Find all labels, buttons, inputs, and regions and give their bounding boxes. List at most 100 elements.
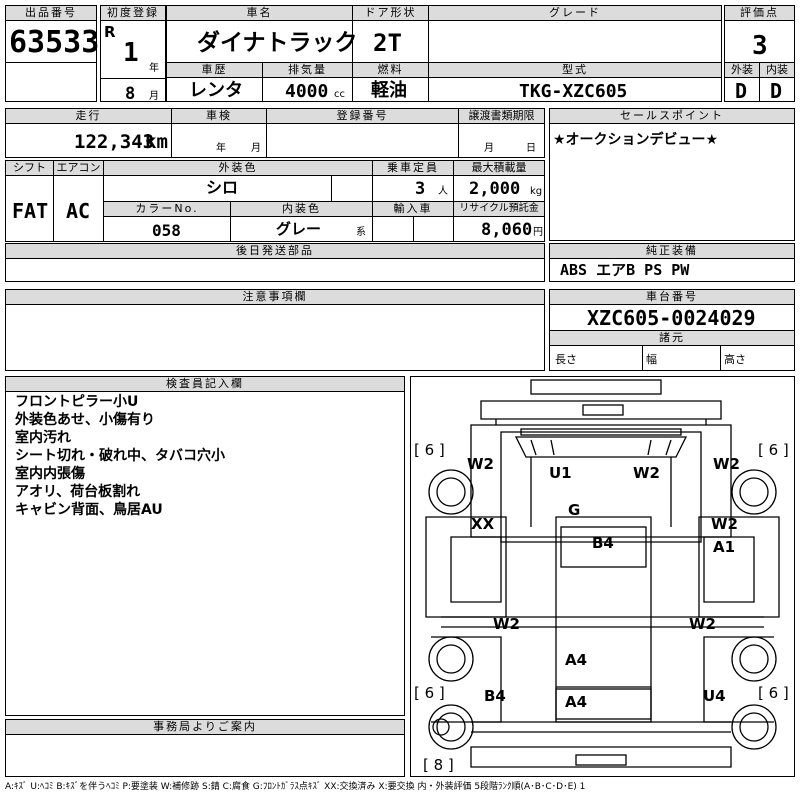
damage-mark: U1 <box>549 464 572 482</box>
damage-mark: B4 <box>484 687 506 705</box>
history-label: 車歴 <box>167 63 262 77</box>
recycle-unit: 円 <box>533 227 543 238</box>
lot-number: 63533 <box>9 25 100 60</box>
color-number-label: カラーNo. <box>104 202 230 216</box>
caution-label: 注意事項欄 <box>6 290 544 304</box>
caution-box: 注意事項欄 <box>5 289 545 371</box>
inspection-label: 車検 <box>172 109 266 123</box>
office-notice-label: 事務局よりご案内 <box>6 720 404 734</box>
chassis-number: XZC605-0024029 <box>587 306 756 330</box>
tire-tread-front-right: [ 6 ] <box>758 441 789 459</box>
note-line: フロントピラー小U <box>15 394 139 410</box>
score-box: 評価点 3 外装 内装 D D <box>724 5 795 102</box>
shift-type: FAT <box>12 199 49 223</box>
displacement: 4000 <box>285 81 329 102</box>
damage-mark: XX <box>471 515 495 533</box>
grade-label: グレード <box>429 6 721 20</box>
car-name-label: 車名 <box>167 6 352 20</box>
note-line: アオリ、荷台板割れ <box>15 484 141 500</box>
length-label: 長さ <box>555 353 577 366</box>
damage-mark: W2 <box>467 455 494 473</box>
height-label: 高さ <box>724 353 746 366</box>
width-label: 幅 <box>646 353 657 366</box>
later-parts-box: 後日発送部品 <box>5 243 545 282</box>
inspection-year-unit: 年 <box>216 143 226 154</box>
inspection-month-unit: 月 <box>251 143 261 154</box>
ac-label: エアコン <box>54 161 103 175</box>
transfer-month-unit: 月 <box>484 143 494 154</box>
damage-mark: W2 <box>493 615 520 633</box>
damage-mark: A4 <box>565 693 588 711</box>
mileage-label: 走行 <box>6 109 171 123</box>
shift-label: シフト <box>6 161 53 175</box>
plate-label: 登録番号 <box>267 109 458 123</box>
specs-label: 諸元 <box>550 331 794 345</box>
damage-mark: A4 <box>565 651 588 669</box>
exterior-color-label: 外装色 <box>104 161 372 175</box>
first-registration-box: 初度登録 R 1 年 8 月 <box>100 5 166 104</box>
tire-tread-front-left: [ 6 ] <box>414 441 445 459</box>
mileage-unit: km <box>145 131 168 153</box>
note-line: 室内汚れ <box>15 430 71 446</box>
model-code: TKG-XZC605 <box>519 81 628 102</box>
damage-mark: W2 <box>713 455 740 473</box>
interior-grade-label: 内装 <box>760 63 794 77</box>
office-notice-box: 事務局よりご案内 <box>5 719 405 777</box>
interior-grade: D <box>770 79 783 103</box>
damage-mark: G <box>568 501 581 519</box>
lot-number-box: 出品番号 63533 <box>5 5 100 102</box>
exterior-color: シロ <box>206 178 239 197</box>
mileage-row: 走行 車検 登録番号 譲渡書類期限 122,343 km 年 月 月 日 <box>5 108 545 158</box>
mileage-value: 122,343 <box>74 131 155 153</box>
transfer-deadline-label: 譲渡書類期限 <box>459 109 544 123</box>
note-line: 外装色あせ、小傷有り <box>15 412 155 428</box>
score-label: 評価点 <box>725 6 794 20</box>
interior-color-suffix: 系 <box>356 227 366 238</box>
fuel-type: 軽油 <box>371 80 407 101</box>
registration-month: 8 <box>125 84 136 104</box>
interior-color-label: 内装色 <box>231 202 372 216</box>
selling-points-text: ★オークションデビュー★ <box>553 132 719 148</box>
color-number: 058 <box>152 221 181 240</box>
later-parts-label: 後日発送部品 <box>6 244 544 258</box>
interior-color: グレー <box>276 220 322 238</box>
damage-mark: W2 <box>633 464 660 482</box>
max-load: 2,000 <box>469 179 521 199</box>
displacement-label: 排気量 <box>263 63 352 77</box>
damage-mark: A1 <box>713 538 736 556</box>
selling-points-box: セールスポイント ★オークションデビュー★ <box>549 108 795 241</box>
selling-points-label: セールスポイント <box>550 109 794 123</box>
note-line: シート切れ・破れ中、タバコ穴小 <box>15 448 225 464</box>
inspector-notes-box: 検査員記入欄 フロントピラー小U 外装色あせ、小傷有り 室内汚れ シート切れ・破… <box>5 376 405 716</box>
exterior-grade-label: 外装 <box>725 63 759 77</box>
damage-mark: B4 <box>592 534 614 552</box>
truck-diagram <box>425 379 780 768</box>
recycle-deposit-label: リサイクル預託金 <box>454 202 544 216</box>
note-line: キャビン背面、鳥居AU <box>15 502 163 518</box>
capacity-unit: 人 <box>438 186 448 197</box>
registration-year: 1 <box>123 38 139 68</box>
vehicle-history: レンタ <box>189 80 243 101</box>
genuine-equipment-box: 純正装備 ABS エアB PS PW <box>549 243 795 282</box>
max-load-label: 最大積載量 <box>454 161 544 175</box>
door-label: ドア形状 <box>353 6 428 20</box>
damage-mark: W2 <box>689 615 716 633</box>
tire-tread-rear-right: [ 6 ] <box>758 684 789 702</box>
capacity-label: 乗車定員 <box>373 161 453 175</box>
score-value: 3 <box>752 31 768 61</box>
lot-number-label: 出品番号 <box>6 6 96 20</box>
recycle-deposit: 8,060 <box>481 220 533 240</box>
import-label: 輸入車 <box>373 202 453 216</box>
inspector-notes: フロントピラー小U 外装色あせ、小傷有り 室内汚れ シート切れ・破れ中、タバコ穴… <box>15 393 225 519</box>
year-unit: 年 <box>149 63 159 74</box>
vehicle-info-box: 車名 ドア形状 グレード ダイナトラック 2T 車歴 排気量 燃料 型式 レンタ… <box>166 5 722 102</box>
tire-tread-rear-left: [ 6 ] <box>414 684 445 702</box>
displacement-unit: cc <box>334 89 345 100</box>
exterior-grade: D <box>735 79 748 103</box>
inspector-notes-label: 検査員記入欄 <box>6 377 404 391</box>
genuine-equipment: ABS エアB PS PW <box>560 261 690 279</box>
first-registration-label: 初度登録 <box>101 6 165 20</box>
model-label: 型式 <box>429 63 721 77</box>
damage-mark: W2 <box>711 515 738 533</box>
door-type: 2T <box>373 29 402 57</box>
